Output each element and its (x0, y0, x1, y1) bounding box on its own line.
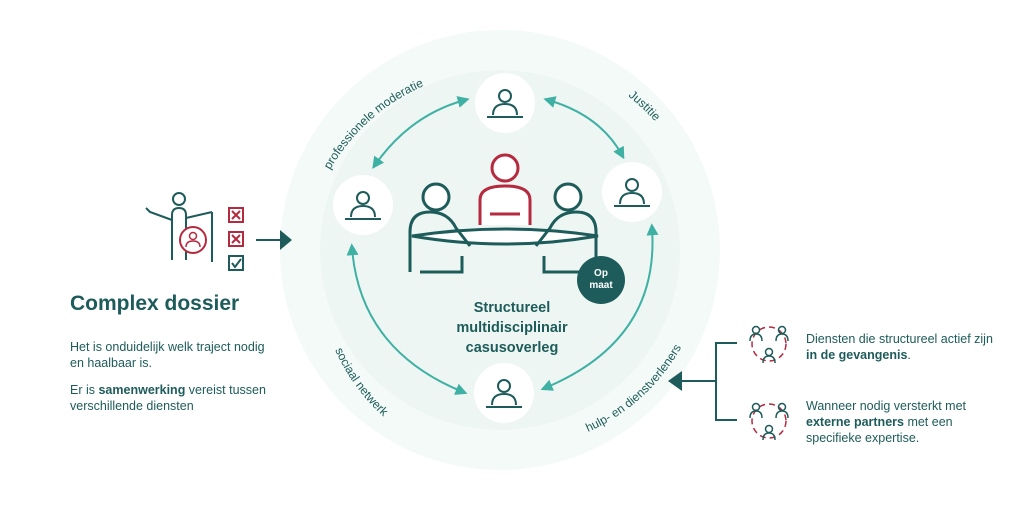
node-bottom (474, 363, 534, 423)
right-item-2-a: Wanneer nodig versterkt met (806, 399, 967, 413)
right-item-2-bold: externe partners (806, 415, 904, 429)
left-paragraph-2: Er is samenwerking vereist tussen versch… (70, 382, 270, 414)
center-title-line-1: Structureel (473, 300, 551, 316)
left-p2-part-a: Er is (70, 383, 99, 397)
right-item-1: Diensten die structureel actief zijn in … (806, 331, 1006, 363)
group-icon-2 (749, 402, 789, 441)
center-title-line-3: casusoverleg (465, 340, 559, 356)
arrow-bottom-left (346, 243, 468, 395)
right-item-1-bold: in de gevangenis (806, 348, 908, 362)
right-bracket (680, 342, 737, 421)
node-left (333, 175, 393, 235)
node-right (602, 162, 662, 222)
node-top (475, 73, 535, 133)
left-paragraph-1: Het is onduidelijk welk traject nodig en… (70, 340, 265, 370)
left-arrowhead (280, 230, 292, 250)
right-arrowhead (668, 371, 682, 391)
arrow-right-bottom (540, 223, 659, 391)
op-maat-badge (577, 256, 625, 304)
group-icon-1 (749, 325, 789, 364)
left-p2-part-c: vereist tussen verschillende diensten (70, 383, 266, 413)
right-item-2: Wanneer nodig versterkt met externe part… (806, 398, 1006, 446)
right-item-2-c: met een specifieke expertise. (806, 415, 953, 445)
right-item-1-a: Diensten die structureel actief zijn (806, 332, 993, 346)
center-title: Structureel multidisciplinair casusoverl… (412, 298, 612, 358)
center-title-line-2: multidisciplinair (456, 320, 568, 336)
badge-line-1: Op (594, 268, 608, 279)
meeting-illustration (408, 153, 599, 274)
right-item-1-c: . (907, 348, 911, 362)
complex-dossier-title: Complex dossier (70, 292, 240, 315)
left-p2-bold: samenwerking (98, 383, 186, 397)
badge-line-2: maat (589, 280, 613, 291)
arrow-left-top (372, 96, 470, 169)
presenter-checklist-icon (145, 192, 244, 271)
arrow-top-right (543, 96, 625, 160)
op-maat-label: Op maat (577, 268, 625, 292)
